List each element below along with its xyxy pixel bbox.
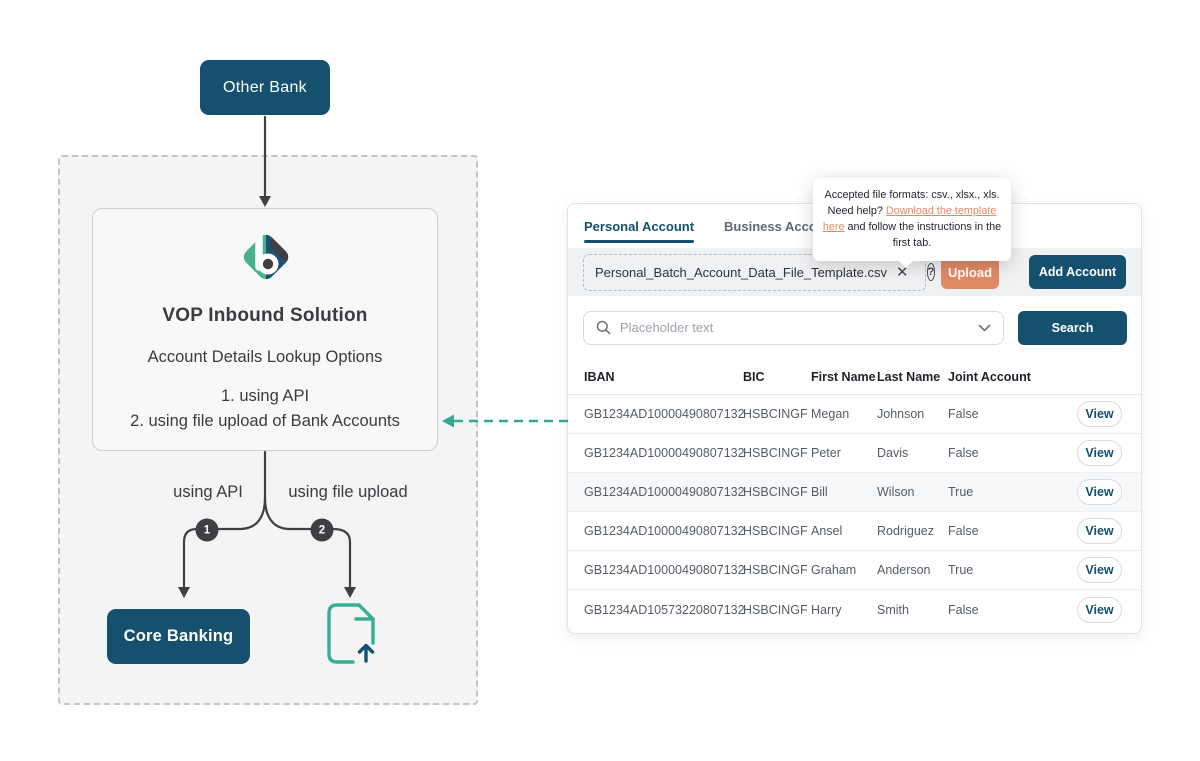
table-row: GB1234AD10000490807132 HSBCINGF Peter Da…	[568, 434, 1141, 473]
cell-last: Rodriguez	[877, 524, 948, 538]
vop-logo-icon	[236, 227, 296, 287]
cell-last: Wilson	[877, 485, 948, 499]
cell-last: Anderson	[877, 563, 948, 577]
cell-first: Peter	[811, 446, 877, 460]
cell-bic: HSBCINGF	[743, 603, 811, 617]
tooltip-line: first tab.	[821, 235, 1003, 251]
table-row: GB1234AD10000490807132 HSBCINGF Ansel Ro…	[568, 512, 1141, 551]
other-bank-node[interactable]: Other Bank	[200, 60, 330, 115]
cell-last: Johnson	[877, 407, 948, 421]
cell-iban: GB1234AD10000490807132	[584, 524, 743, 538]
tooltip-line: here and follow the instructions in the	[821, 219, 1003, 235]
solution-title: VOP Inbound Solution	[162, 305, 367, 327]
option-api: 1. using API	[130, 384, 400, 409]
solution-options: 1. using API 2. using file upload of Ban…	[130, 384, 400, 434]
cell-joint: True	[948, 563, 1076, 577]
col-iban: IBAN	[584, 370, 743, 384]
view-button[interactable]: View	[1077, 401, 1122, 427]
col-joint-account: Joint Account	[948, 370, 1076, 384]
search-input[interactable]: Placeholder text	[583, 311, 1004, 345]
tooltip-line: Accepted file formats: csv., xlsx., xls.	[821, 187, 1003, 203]
cell-iban: GB1234AD10000490807132	[584, 563, 743, 577]
tooltip-line: Need help? Download the template	[821, 203, 1003, 219]
selected-filename: Personal_Batch_Account_Data_File_Templat…	[595, 265, 887, 280]
cell-bic: HSBCINGF	[743, 524, 811, 538]
tab-personal-account[interactable]: Personal Account	[584, 204, 694, 248]
col-bic: BIC	[743, 370, 811, 384]
tooltip-text: and follow the instructions in the	[844, 221, 1001, 233]
tooltip-text: Need help?	[828, 205, 886, 217]
cell-first: Harry	[811, 603, 877, 617]
table-header: IBAN BIC First Name Last Name Joint Acco…	[568, 359, 1141, 395]
table-row: GB1234AD10000490807132 HSBCINGF Megan Jo…	[568, 395, 1141, 434]
add-account-button[interactable]: Add Account	[1029, 255, 1126, 289]
cell-joint: False	[948, 524, 1076, 538]
view-button[interactable]: View	[1077, 557, 1122, 583]
cell-bic: HSBCINGF	[743, 485, 811, 499]
download-template-link[interactable]: here	[823, 221, 845, 233]
cell-last: Davis	[877, 446, 948, 460]
col-last-name: Last Name	[877, 370, 948, 384]
branch-label-file-upload: using file upload	[288, 483, 407, 502]
cell-iban: GB1234AD10000490807132	[584, 407, 743, 421]
download-template-link[interactable]: Download the template	[886, 205, 996, 217]
cell-iban: GB1234AD10000490807132	[584, 446, 743, 460]
help-icon[interactable]: ?	[927, 263, 936, 281]
accounts-panel: Personal Account Business Account Person…	[567, 203, 1142, 634]
cell-first: Bill	[811, 485, 877, 499]
search-button[interactable]: Search	[1018, 311, 1127, 345]
step-2-badge: 2	[311, 519, 334, 542]
view-button[interactable]: View	[1077, 479, 1122, 505]
solution-subtitle: Account Details Lookup Options	[148, 348, 383, 367]
chevron-down-icon[interactable]	[978, 324, 991, 332]
view-button[interactable]: View	[1077, 518, 1122, 544]
step-1-badge: 1	[196, 519, 219, 542]
cell-joint: False	[948, 407, 1076, 421]
option-file-upload: 2. using file upload of Bank Accounts	[130, 409, 400, 434]
file-upload-icon	[322, 599, 382, 669]
cell-first: Ansel	[811, 524, 877, 538]
cell-first: Megan	[811, 407, 877, 421]
cell-first: Graham	[811, 563, 877, 577]
cell-last: Smith	[877, 603, 948, 617]
table-row: GB1234AD10000490807132 HSBCINGF Bill Wil…	[568, 473, 1141, 512]
table-row: GB1234AD10573220807132 HSBCINGF Harry Sm…	[568, 590, 1141, 629]
view-button[interactable]: View	[1077, 440, 1122, 466]
col-first-name: First Name	[811, 370, 877, 384]
cell-joint: False	[948, 603, 1076, 617]
accounts-table: IBAN BIC First Name Last Name Joint Acco…	[568, 359, 1141, 629]
view-button[interactable]: View	[1077, 597, 1122, 623]
cell-bic: HSBCINGF	[743, 446, 811, 460]
cell-bic: HSBCINGF	[743, 563, 811, 577]
cell-iban: GB1234AD10573220807132	[584, 603, 743, 617]
table-row: GB1234AD10000490807132 HSBCINGF Graham A…	[568, 551, 1141, 590]
upload-help-tooltip: Accepted file formats: csv., xlsx., xls.…	[813, 178, 1011, 261]
search-icon	[596, 320, 611, 335]
cell-joint: False	[948, 446, 1076, 460]
search-placeholder: Placeholder text	[620, 320, 713, 335]
cell-joint: True	[948, 485, 1076, 499]
cell-iban: GB1234AD10000490807132	[584, 485, 743, 499]
core-banking-node[interactable]: Core Banking	[107, 609, 250, 664]
cell-bic: HSBCINGF	[743, 407, 811, 421]
search-toolbar: Placeholder text Search	[568, 296, 1141, 359]
branch-label-api: using API	[173, 483, 243, 502]
